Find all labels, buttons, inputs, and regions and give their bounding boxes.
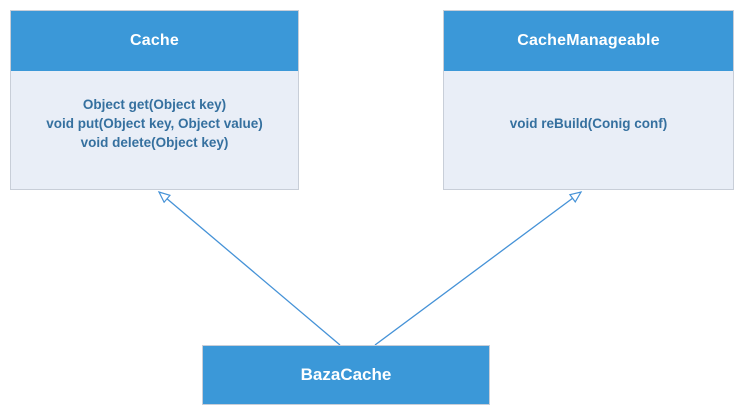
class-methods-cache: Object get(Object key) void put(Object k…	[11, 71, 298, 189]
method-put: void put(Object key, Object value)	[46, 115, 263, 131]
class-title-cache: Cache	[11, 11, 298, 71]
edge-bazacache-to-cachemanageable[interactable]	[374, 192, 581, 346]
method-delete: void delete(Object key)	[80, 134, 229, 150]
class-node-cache[interactable]: Cache Object get(Object key) void put(Ob…	[10, 10, 299, 190]
class-title-bazacache: BazaCache	[300, 365, 392, 384]
method-get: Object get(Object key)	[82, 96, 227, 112]
edge-bazacache-to-cache[interactable]	[159, 192, 341, 346]
method-rebuild: void reBuild(Conig conf)	[509, 115, 668, 131]
class-title-cachemanageable: CacheManageable	[444, 11, 733, 71]
class-node-bazacache[interactable]: BazaCache	[202, 345, 490, 405]
class-methods-cachemanageable: void reBuild(Conig conf)	[444, 71, 733, 189]
class-node-cachemanageable[interactable]: CacheManageable void reBuild(Conig conf)	[443, 10, 734, 190]
